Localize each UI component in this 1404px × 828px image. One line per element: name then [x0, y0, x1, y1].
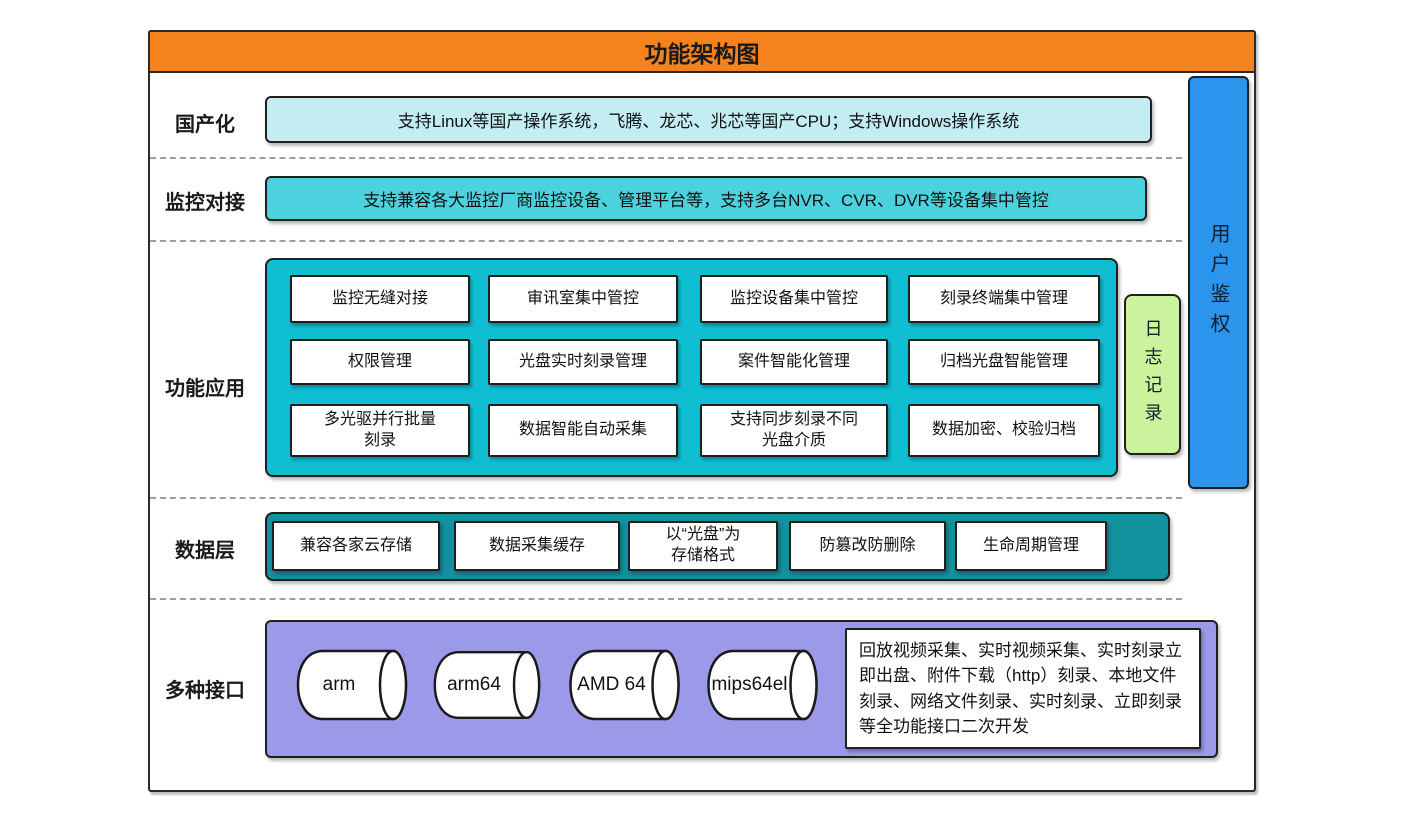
row-label-localization: 国产化: [175, 114, 235, 136]
cylinder-label: arm: [322, 674, 356, 695]
data-layer-cell: 以“光盘”为 存储格式: [628, 521, 778, 571]
user-auth-bar: 用户鉴权: [1188, 76, 1249, 489]
data-layer-cell: 兼容各家云存储: [272, 521, 440, 571]
row-label-interfaces: 多种接口: [165, 680, 245, 702]
cylinder-icon: [433, 650, 541, 720]
monitoring-box: 支持兼容各大监控厂商监控设备、管理平台等，支持多台NVR、CVR、DVR等设备集…: [265, 176, 1147, 221]
cylinder-icon: [569, 649, 680, 721]
section-divider: [150, 240, 1182, 242]
function-cell: 数据智能自动采集: [488, 404, 678, 457]
function-cell: 监控无缝对接: [290, 275, 470, 323]
function-cell: 多光驱并行批量 刻录: [290, 404, 470, 457]
cylinder-icon: [296, 649, 408, 721]
api-capability-box: 回放视频采集、实时视频采集、实时刻录立即出盘、附件下载（http）刻录、本地文件…: [845, 628, 1201, 749]
row-label-monitoring: 监控对接: [165, 192, 245, 214]
diagram-title: 功能架构图: [644, 40, 760, 67]
function-cell: 案件智能化管理: [700, 339, 888, 385]
row-label-functions: 功能应用: [165, 378, 245, 400]
cylinder-mips64el: mips64el: [702, 648, 821, 722]
cylinder-label: arm64: [447, 674, 501, 695]
function-cell: 支持同步刻录不同 光盘介质: [700, 404, 888, 457]
cylinder-arm: arm: [293, 648, 409, 722]
function-cell: 归档光盘智能管理: [908, 339, 1100, 385]
diagram-title-bar: 功能架构图: [148, 30, 1256, 73]
function-cell: 刻录终端集中管理: [908, 275, 1100, 323]
cylinder-arm64: arm64: [430, 648, 542, 722]
row-label-data-layer: 数据层: [175, 540, 235, 562]
function-cell: 光盘实时刻录管理: [488, 339, 678, 385]
section-divider: [150, 598, 1182, 600]
localization-box: 支持Linux等国产操作系统，飞腾、龙芯、兆芯等国产CPU；支持Windows操…: [265, 96, 1152, 143]
cylinder-amd64: AMD 64: [565, 648, 682, 722]
section-divider: [150, 497, 1182, 499]
function-cell: 审讯室集中管控: [488, 275, 678, 323]
log-record-label: 日志记录: [1142, 318, 1163, 431]
cylinder-label: mips64el: [711, 674, 788, 695]
section-divider: [150, 157, 1182, 159]
function-cell: 权限管理: [290, 339, 470, 385]
data-layer-cell: 数据采集缓存: [454, 521, 620, 571]
cylinder-icon: [707, 649, 818, 721]
function-cell: 监控设备集中管控: [700, 275, 888, 323]
log-record-box: 日志记录: [1124, 294, 1181, 455]
function-cell: 数据加密、校验归档: [908, 404, 1100, 457]
user-auth-label: 用户鉴权: [1207, 222, 1229, 343]
cylinder-label: AMD 64: [577, 674, 646, 695]
data-layer-cell: 生命周期管理: [955, 521, 1107, 571]
data-layer-cell: 防篡改防删除: [789, 521, 946, 571]
api-capability-text: 回放视频采集、实时视频采集、实时刻录立即出盘、附件下载（http）刻录、本地文件…: [859, 640, 1182, 737]
